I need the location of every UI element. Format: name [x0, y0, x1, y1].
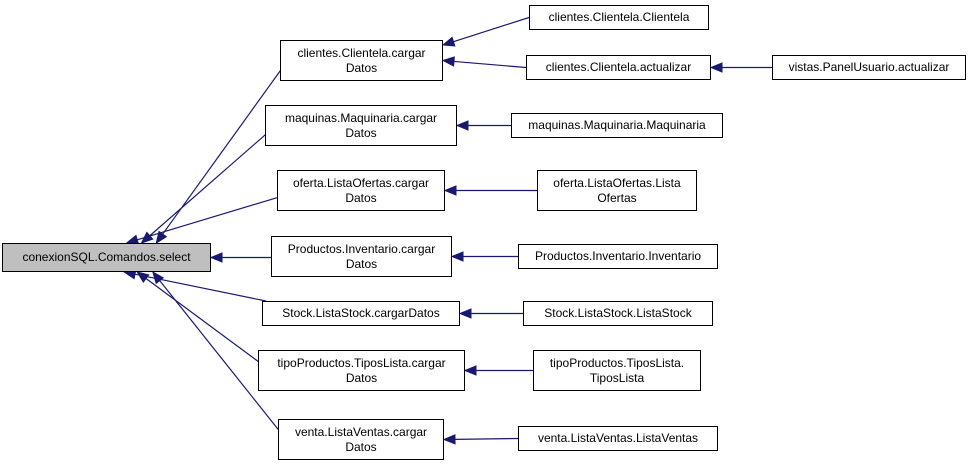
node-oferta-listaofertas-listaofertas[interactable]: oferta.ListaOfertas.Lista Ofertas — [537, 170, 697, 211]
edge-clientes-actualizar-to-clientes-cargar — [441, 56, 527, 69]
node-productos-inventario-cargardatos[interactable]: Productos.Inventario.cargar Datos — [271, 236, 452, 277]
node-conexionsql-comandos-select[interactable]: conexionSQL.Comandos.select — [2, 243, 211, 272]
node-stock-liststock-liststock[interactable]: Stock.ListaStock.ListaStock — [523, 301, 713, 326]
edge-maquinas-cargar-to-root — [140, 131, 270, 244]
edge-maquinas-maquinaria-to-maquinas-cargar — [455, 120, 511, 131]
node-venta-listaventas-listaventas[interactable]: venta.ListaVentas.ListaVentas — [518, 426, 718, 451]
edge-clientes-clientela-to-clientes-cargar — [441, 16, 530, 47]
node-maquinas-maquinaria-maquinaria[interactable]: maquinas.Maquinaria.Maquinaria — [511, 113, 723, 138]
edge-oferta-lista-to-oferta-cargar — [443, 185, 537, 196]
edge-venta-lista-to-venta-cargar — [442, 434, 519, 445]
node-stock-liststock-cargardatos[interactable]: Stock.ListaStock.cargarDatos — [262, 301, 460, 326]
edge-stock-lista-to-stock-cargar — [458, 308, 523, 319]
edge-venta-cargar-to-root — [152, 270, 282, 434]
edge-tipo-lista-to-tipo-cargar — [463, 365, 533, 376]
node-clientes-clientela-cargardatos[interactable]: clientes.Clientela.cargar Datos — [280, 40, 443, 81]
node-clientes-clientela-actualizar[interactable]: clientes.Clientela.actualizar — [526, 55, 711, 80]
node-tipoproductos-tiposlista-tiposlista[interactable]: tipoProductos.TiposLista. TiposLista — [533, 350, 701, 391]
node-maquinas-maquinaria-cargardatos[interactable]: maquinas.Maquinaria.cargar Datos — [265, 105, 457, 146]
node-vistas-panelusuario-actualizar[interactable]: vistas.PanelUsuario.actualizar — [772, 55, 966, 80]
edge-productos-inventario-to-productos-cargar — [450, 251, 518, 262]
edge-tipo-cargar-to-root — [136, 271, 263, 365]
node-tipoproductos-tiposlista-cargardatos[interactable]: tipoProductos.TiposLista.cargar Datos — [258, 350, 465, 391]
edge-clientes-cargar-to-root — [155, 66, 284, 245]
node-productos-inventario-inventario[interactable]: Productos.Inventario.Inventario — [518, 244, 718, 269]
node-venta-listaventas-cargardatos[interactable]: venta.ListaVentas.cargar Datos — [278, 419, 444, 460]
node-oferta-listaofertas-cargardatos[interactable]: oferta.ListaOfertas.cargar Datos — [277, 170, 445, 211]
edge-productos-cargar-to-root — [209, 252, 271, 263]
node-clientes-clientela-clientela[interactable]: clientes.Clientela.Clientela — [529, 5, 709, 30]
edge-vistas-actualizar-to-clientes-actualizar — [709, 62, 772, 73]
